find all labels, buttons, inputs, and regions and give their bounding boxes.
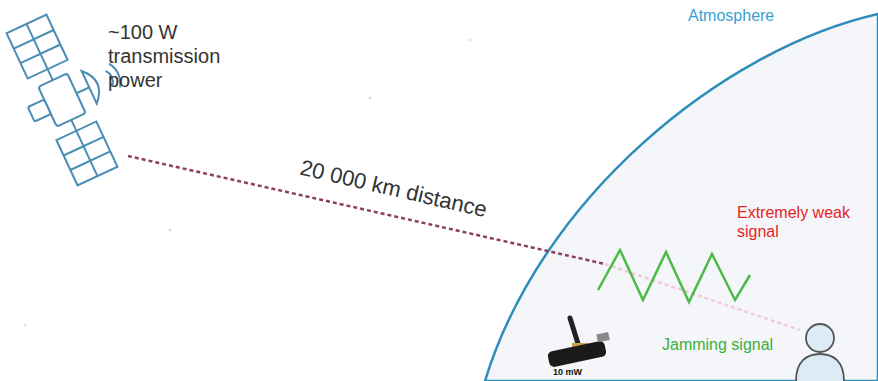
power-rating: 10 mW: [553, 367, 582, 378]
jammer-device: [547, 318, 610, 368]
jamming-wave: [598, 250, 750, 302]
distance-label: 20 000 km distance: [297, 155, 489, 224]
person-icon: [796, 324, 844, 381]
jamming-label: Jamming signal: [662, 335, 773, 354]
weak-signal-label: Extremely weak signal: [737, 203, 867, 241]
atmosphere-label: Atmosphere: [688, 6, 774, 25]
atmosphere-edge: [485, 14, 878, 381]
power-label: ~100 W transmission power: [108, 20, 248, 92]
